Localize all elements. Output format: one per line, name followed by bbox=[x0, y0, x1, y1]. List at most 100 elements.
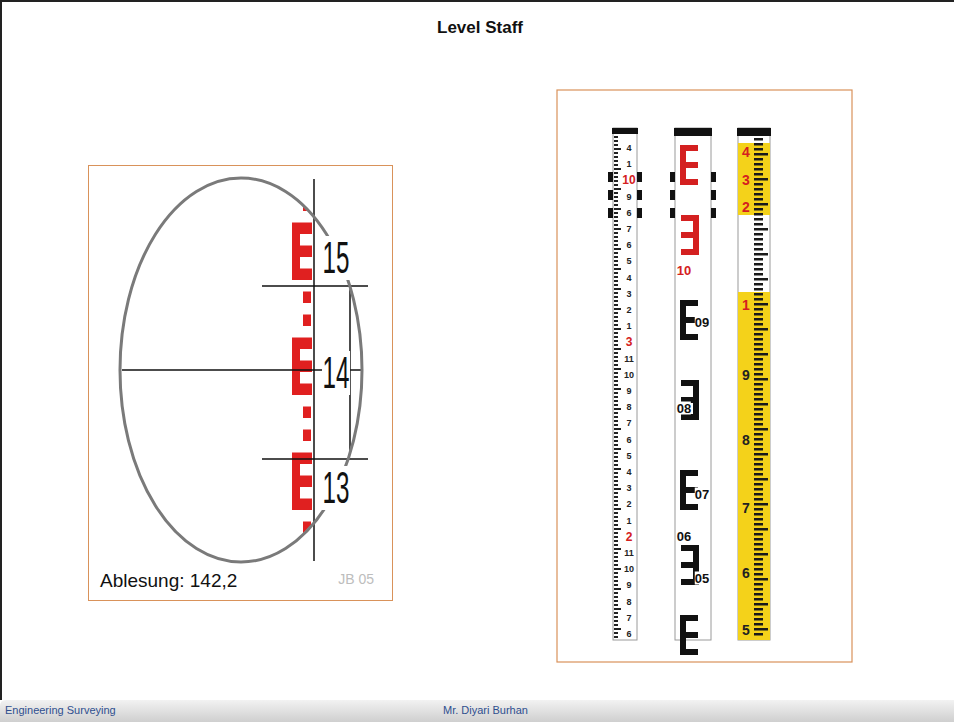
staff-tick bbox=[614, 628, 621, 630]
staff-photos bbox=[608, 128, 771, 655]
staff-tick bbox=[614, 300, 618, 302]
staff-tick bbox=[754, 483, 763, 486]
staff-tick bbox=[614, 404, 618, 406]
staff-tick bbox=[614, 352, 618, 354]
staff-yellow-band bbox=[738, 143, 770, 215]
staff-cm-mark bbox=[303, 315, 311, 327]
staff-tick bbox=[614, 464, 618, 466]
staff-tick bbox=[614, 456, 618, 458]
staff-clip bbox=[711, 172, 716, 182]
staff-clip bbox=[670, 208, 675, 218]
staff-e-mark bbox=[300, 154, 312, 166]
staff-tick bbox=[614, 432, 618, 434]
staff-number: 3 bbox=[626, 484, 631, 493]
staff-tick bbox=[754, 418, 763, 421]
staff-tick bbox=[614, 484, 618, 486]
staff-tick bbox=[754, 403, 768, 406]
staff-tick bbox=[754, 243, 763, 246]
staff-tick bbox=[614, 524, 618, 526]
staff-tick bbox=[614, 164, 618, 166]
staff-tick bbox=[614, 192, 618, 194]
photo-frame bbox=[557, 90, 852, 662]
staff-tick bbox=[614, 568, 621, 570]
staff-tick bbox=[614, 288, 621, 290]
staff-tick bbox=[614, 632, 618, 634]
staff-tick bbox=[614, 212, 618, 214]
staff-tick bbox=[614, 400, 618, 402]
staff-tick bbox=[614, 224, 618, 226]
staff-clip bbox=[637, 190, 642, 200]
staff-tick bbox=[754, 158, 763, 161]
staff-tick bbox=[754, 288, 763, 291]
staff-tick bbox=[614, 368, 621, 370]
staff-tick bbox=[614, 236, 618, 238]
staff-number: 6 bbox=[742, 566, 750, 580]
staff-tick bbox=[614, 420, 618, 422]
staff-number: 15 bbox=[322, 236, 350, 280]
staff-tick bbox=[614, 204, 618, 206]
staff-cm-mark bbox=[303, 430, 311, 442]
staff-e-mark bbox=[300, 683, 312, 695]
staff-tick bbox=[614, 508, 621, 510]
staff-tick bbox=[754, 593, 763, 596]
staff-tick bbox=[614, 384, 618, 386]
staff-e-mark bbox=[686, 615, 698, 621]
staff-tick bbox=[754, 503, 768, 506]
staff-number: 6 bbox=[626, 435, 631, 444]
staff-tick bbox=[614, 604, 618, 606]
staff-e-mark bbox=[686, 632, 698, 638]
staff-tick bbox=[754, 518, 763, 521]
staff-tick bbox=[754, 528, 768, 531]
staff-tick bbox=[614, 536, 618, 538]
staff-tick bbox=[614, 392, 618, 394]
staff-tick bbox=[614, 168, 621, 170]
staff-cm-mark bbox=[303, 545, 311, 557]
staff-e-mark bbox=[686, 179, 698, 185]
staff-tick bbox=[614, 588, 621, 590]
staff-tick bbox=[754, 223, 763, 226]
staff-tick bbox=[754, 408, 763, 411]
staff-clip bbox=[670, 172, 675, 182]
staff-e-mark bbox=[292, 568, 300, 626]
staff-tick bbox=[614, 584, 618, 586]
stadia-line bbox=[262, 458, 368, 460]
staff-tick bbox=[754, 333, 763, 336]
staff-tick bbox=[754, 148, 763, 151]
staff-e-mark bbox=[292, 0, 300, 50]
staff-number: 09 bbox=[695, 316, 709, 329]
staff-e-mark bbox=[300, 476, 312, 488]
staff-tick bbox=[614, 320, 618, 322]
staff-tick bbox=[614, 624, 618, 626]
staff-tick bbox=[614, 308, 621, 310]
staff-e-mark bbox=[680, 615, 686, 655]
staff-tick bbox=[754, 273, 763, 276]
frame-line bbox=[0, 0, 954, 2]
staff-e-mark bbox=[681, 579, 693, 585]
staff-tick bbox=[754, 463, 763, 466]
staff-tick bbox=[614, 504, 618, 506]
staff-tick bbox=[614, 544, 618, 546]
staff-tick bbox=[754, 178, 768, 181]
staff-number: 3 bbox=[626, 336, 633, 348]
staff-clip bbox=[670, 190, 675, 200]
staff-tick bbox=[614, 592, 618, 594]
staff-tick bbox=[754, 198, 763, 201]
staff-number: 8 bbox=[626, 597, 631, 606]
staff-tick bbox=[614, 208, 621, 210]
staff-tick bbox=[754, 548, 763, 551]
slide-title: Level Staff bbox=[437, 19, 523, 36]
staff-e-mark bbox=[681, 562, 693, 568]
staff-tick bbox=[754, 258, 763, 261]
staff-tick bbox=[614, 332, 618, 334]
staff-tick bbox=[614, 372, 618, 374]
staff-tick bbox=[754, 173, 763, 176]
staff-tick bbox=[614, 160, 618, 162]
staff-tick bbox=[754, 368, 763, 371]
staff-tick bbox=[754, 473, 763, 476]
staff-e-mark bbox=[300, 568, 312, 580]
staff-tick bbox=[754, 383, 763, 386]
staff-tick bbox=[754, 328, 768, 331]
staff-tick bbox=[754, 598, 763, 601]
staff-tick bbox=[614, 256, 618, 258]
staff-tick bbox=[754, 538, 763, 541]
